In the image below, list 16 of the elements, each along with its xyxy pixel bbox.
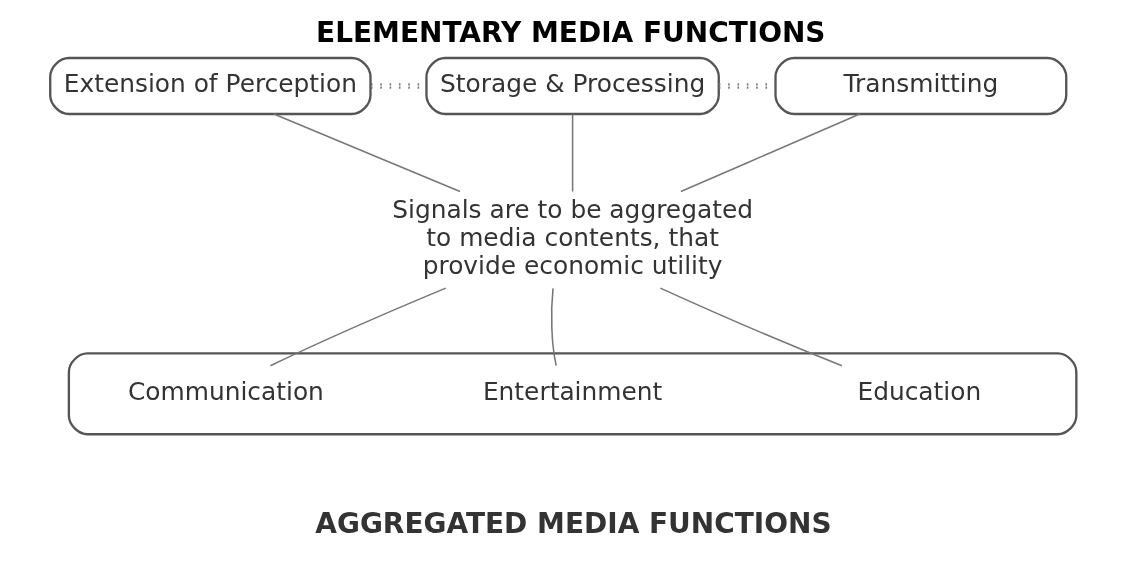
connector	[550, 287, 557, 367]
diagram-title: ELEMENTARY MEDIA FUNCTIONS	[316, 15, 826, 49]
node-text: Entertainment	[482, 376, 663, 406]
node-box: Storage & Processing	[425, 56, 720, 116]
node-text: Communication	[127, 376, 324, 406]
connector	[659, 287, 843, 367]
node-box: Transmitting	[774, 56, 1068, 116]
cluster	[67, 352, 1078, 436]
connector	[269, 287, 447, 367]
caption: AGGREGATED MEDIA FUNCTIONS	[315, 506, 832, 540]
connector	[680, 113, 861, 193]
connector	[571, 113, 574, 193]
node-text: Education	[857, 376, 982, 406]
node-box: Extension of Perception	[49, 56, 372, 116]
node-text: Signals are to be aggregated to media contents, that provide economic utility	[392, 194, 753, 280]
connector	[273, 113, 461, 193]
